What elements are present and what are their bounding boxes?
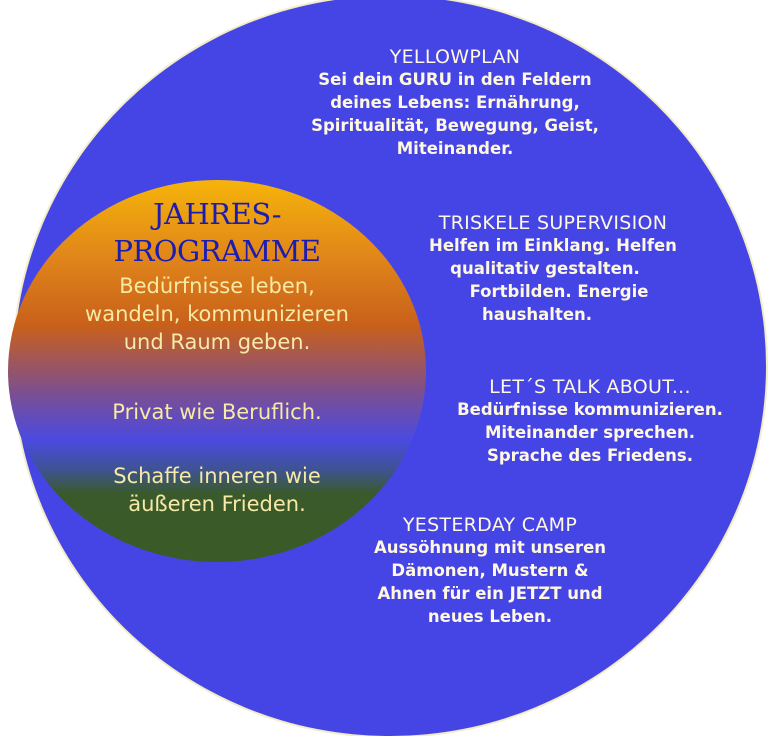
text-line: Bedürfnisse kommunizieren. <box>457 400 723 419</box>
program-lets-talk-about: LET´S TALK ABOUT... Bedürfnisse kommuniz… <box>430 376 750 467</box>
text-line: Bedürfnisse leben, <box>119 274 315 298</box>
text-line: wandeln, kommunizieren <box>85 302 349 326</box>
inner-circle <box>8 180 426 562</box>
text-line: Schaffe inneren wie <box>113 464 321 488</box>
text-line: Sprache des Friedens. <box>486 446 694 465</box>
text-line: neues Leben. <box>427 607 553 626</box>
text-line: Aussöhnung mit unseren <box>373 538 607 557</box>
text-line: Miteinander sprechen. <box>484 423 695 442</box>
center-para-1: Bedürfnisse leben, wandeln, kommuniziere… <box>8 272 426 356</box>
program-title: TRISKELE SUPERVISION <box>438 212 668 234</box>
text-line: Sei dein GURU in den Feldern <box>318 70 592 89</box>
program-triskele-supervision: TRISKELE SUPERVISION Helfen im Einklang.… <box>393 212 713 326</box>
text-line: Helfen im Einklang. Helfen <box>429 236 677 255</box>
program-yellowplan: YELLOWPLAN Sei dein GURU in den Feldern … <box>290 46 620 160</box>
title-line: JAHRES- <box>152 197 282 231</box>
center-para-2: Privat wie Beruflich. <box>112 400 322 424</box>
text-line: deines Lebens: Ernährung, <box>330 93 580 112</box>
center-title: JAHRES- PROGRAMME <box>8 196 426 270</box>
center-para-3: Schaffe inneren wie äußeren Frieden. <box>8 462 426 518</box>
text-line: äußeren Frieden. <box>128 492 306 516</box>
text-line: Dämonen, Mustern & <box>391 561 589 580</box>
title-line: PROGRAMME <box>113 234 321 268</box>
program-title: YELLOWPLAN <box>389 46 521 68</box>
program-title: LET´S TALK ABOUT... <box>489 376 691 398</box>
text-line: Fortbilden. Energie <box>469 282 649 301</box>
text-line: Ahnen für ein JETZT und <box>377 584 603 603</box>
program-title: YESTERDAY CAMP <box>402 514 578 536</box>
text-line: und Raum geben. <box>123 330 311 354</box>
text-line: qualitativ gestalten. <box>450 259 640 278</box>
program-yesterday-camp: YESTERDAY CAMP Aussöhnung mit unseren Dä… <box>330 514 650 628</box>
text-line: Spiritualität, Bewegung, Geist, <box>311 116 599 135</box>
text-line: haushalten. <box>481 305 593 324</box>
text-line: Miteinander. <box>396 139 514 158</box>
